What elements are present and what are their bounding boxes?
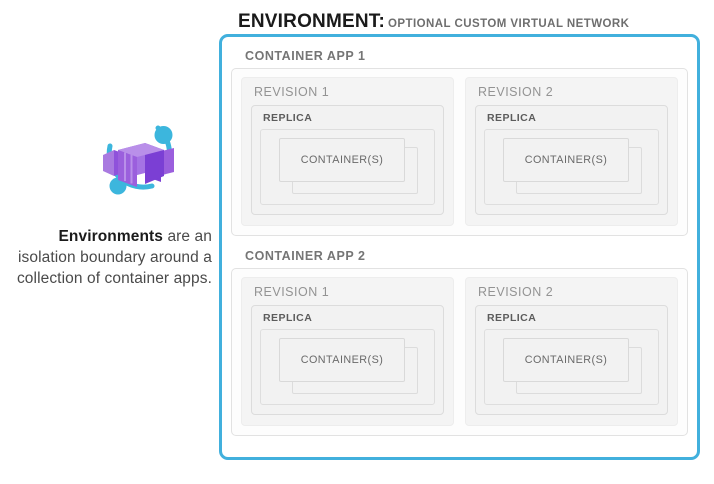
replica-box: REPLICA CONTAINER(S)	[251, 305, 444, 415]
container-front-card: CONTAINER(S)	[503, 338, 629, 382]
replica-label: REPLICA	[487, 112, 537, 124]
revision-label: REVISION 2	[478, 285, 554, 299]
diagram-title: ENVIRONMENT:OPTIONAL CUSTOM VIRTUAL NETW…	[238, 11, 629, 33]
container-app-label: CONTAINER APP 1	[245, 49, 366, 63]
revision-label: REVISION 2	[478, 85, 554, 99]
replica-box: REPLICA CONTAINER(S)	[475, 305, 668, 415]
container-frame: CONTAINER(S)	[484, 129, 659, 205]
caption-bold: Environments	[58, 228, 164, 245]
container-app-label: CONTAINER APP 2	[245, 249, 366, 263]
environment-boundary: CONTAINER APP 1 REVISION 1 REPLICA CONTA…	[219, 34, 700, 460]
container-label: CONTAINER(S)	[524, 354, 608, 366]
replica-label: REPLICA	[263, 312, 313, 324]
container-label: CONTAINER(S)	[300, 354, 384, 366]
container-label: CONTAINER(S)	[300, 154, 384, 166]
container-app-body: REVISION 1 REPLICA CONTAINER(S) REVISION…	[231, 268, 688, 436]
legend-panel: Environments are an isolation boundary a…	[0, 0, 220, 484]
azure-container-apps-icon	[92, 110, 184, 202]
revision-box: REVISION 2 REPLICA CONTAINER(S)	[465, 277, 678, 426]
container-frame: CONTAINER(S)	[484, 329, 659, 405]
revision-label: REVISION 1	[254, 85, 330, 99]
title-main: ENVIRONMENT:	[238, 11, 386, 32]
revision-label: REVISION 1	[254, 285, 330, 299]
revision-box: REVISION 1 REPLICA CONTAINER(S)	[241, 277, 454, 426]
replica-box: REPLICA CONTAINER(S)	[475, 105, 668, 215]
revision-box: REVISION 2 REPLICA CONTAINER(S)	[465, 77, 678, 226]
caption-text: Environments are an isolation boundary a…	[8, 226, 212, 289]
container-app-body: REVISION 1 REPLICA CONTAINER(S) REVISION…	[231, 68, 688, 236]
container-app-panel: CONTAINER APP 2 REVISION 1 REPLICA CONTA…	[231, 245, 688, 436]
replica-label: REPLICA	[487, 312, 537, 324]
title-subtitle: OPTIONAL CUSTOM VIRTUAL NETWORK	[388, 18, 630, 30]
container-frame: CONTAINER(S)	[260, 329, 435, 405]
container-frame: CONTAINER(S)	[260, 129, 435, 205]
replica-box: REPLICA CONTAINER(S)	[251, 105, 444, 215]
container-app-panel: CONTAINER APP 1 REVISION 1 REPLICA CONTA…	[231, 45, 688, 236]
container-front-card: CONTAINER(S)	[503, 138, 629, 182]
revision-box: REVISION 1 REPLICA CONTAINER(S)	[241, 77, 454, 226]
replica-label: REPLICA	[263, 112, 313, 124]
container-front-card: CONTAINER(S)	[279, 338, 405, 382]
container-label: CONTAINER(S)	[524, 154, 608, 166]
caption-rest: are an isolation boundary around a colle…	[16, 228, 212, 287]
container-front-card: CONTAINER(S)	[279, 138, 405, 182]
